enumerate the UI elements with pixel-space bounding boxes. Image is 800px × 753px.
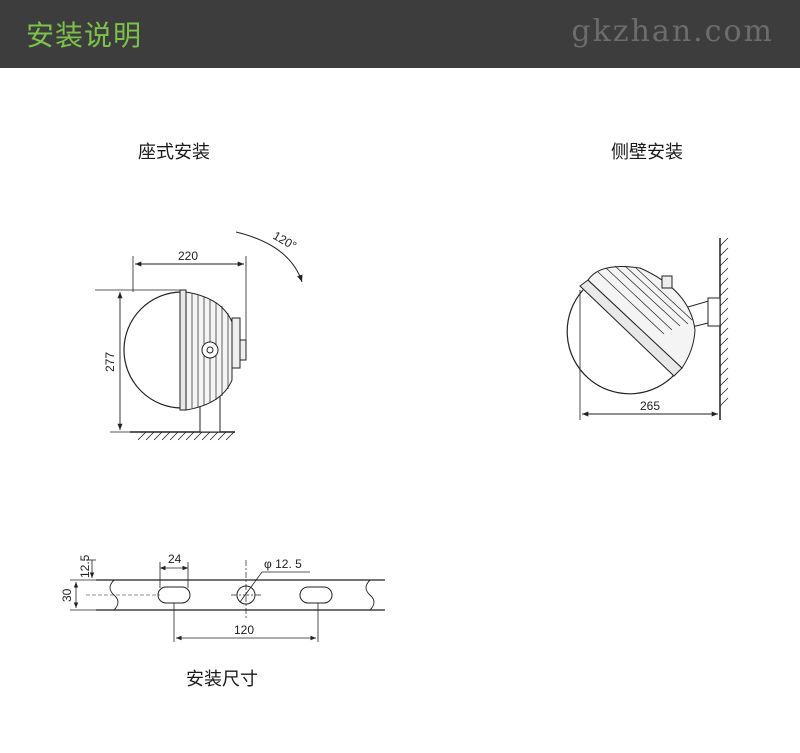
bar-height-dim: 30 <box>60 588 74 602</box>
wall-housing-fins <box>597 265 693 335</box>
wall-mount-label: 侧壁安装 <box>611 142 683 163</box>
ground-hatch <box>137 431 235 441</box>
seat-height-dim: 277 <box>103 352 117 372</box>
slot-spacing-dim: 120 <box>234 623 254 637</box>
rotation-angle-dim: 120° <box>271 228 300 253</box>
seat-mount-diagram <box>95 231 303 441</box>
watermark: gkzhan.com <box>571 14 774 49</box>
mount-dims-label: 安装尺寸 <box>186 669 258 690</box>
slot-width-dim: 24 <box>168 552 182 566</box>
seat-mount-label: 座式安装 <box>138 142 210 163</box>
hole-diameter-dim: φ 12. 5 <box>264 557 302 571</box>
wall-hatch <box>719 237 729 407</box>
page-title: 安装说明 <box>26 19 143 52</box>
wall-width-dim: 265 <box>640 399 660 413</box>
wall-mount-diagram <box>566 237 729 420</box>
seat-width-dim: 220 <box>178 249 198 263</box>
header-bar: 安装说明 gkzhan.com <box>0 0 800 68</box>
edge-offset-dim: 12.5 <box>78 554 92 578</box>
mount-dims-diagram <box>70 559 385 642</box>
